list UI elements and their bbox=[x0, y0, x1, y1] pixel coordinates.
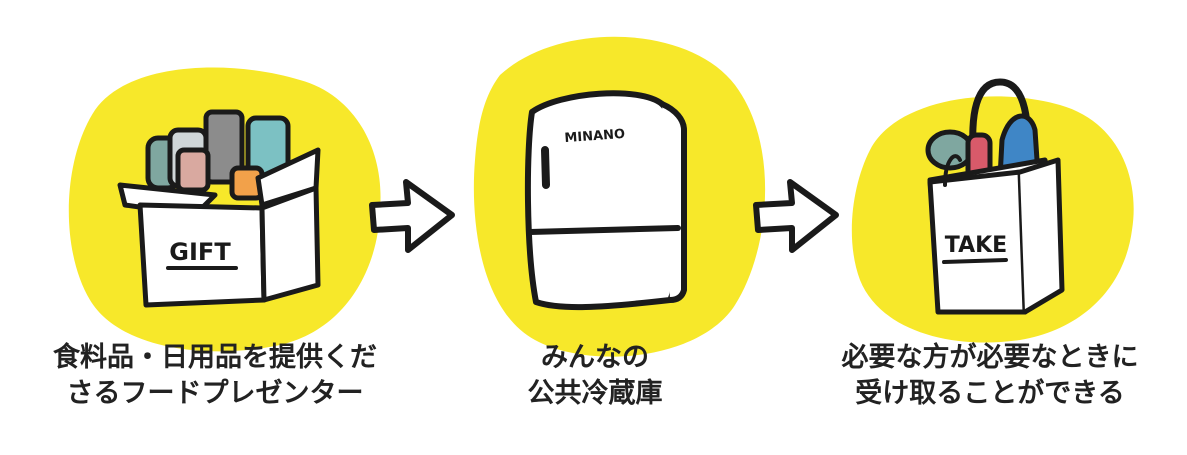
step-gift: GIFT bbox=[68, 67, 381, 352]
shopping-bag-icon bbox=[925, 78, 1065, 315]
caption-line: みんなの bbox=[541, 342, 649, 373]
caption-take: 必要な方が必要なときに 受け取ることができる bbox=[830, 340, 1150, 412]
refrigerator-icon bbox=[524, 90, 687, 311]
caption-line: 公共冷蔵庫 bbox=[527, 378, 663, 409]
arrow-right-icon bbox=[753, 179, 839, 253]
gift-box-label: GIFT bbox=[169, 238, 231, 266]
step-fridge: MINANO bbox=[473, 36, 766, 357]
caption-line: 受け取ることができる bbox=[855, 378, 1125, 409]
gift-box-icon bbox=[117, 109, 321, 308]
caption-line: 必要な方が必要なときに bbox=[841, 342, 1139, 373]
caption-fridge: みんなの 公共冷蔵庫 bbox=[480, 340, 710, 412]
caption-line: 食料品・日用品を提供くだ bbox=[53, 342, 377, 373]
step-take: TAKE bbox=[851, 78, 1134, 343]
arrow-right-icon bbox=[369, 179, 455, 253]
fridge-label: MINANO bbox=[564, 127, 626, 146]
caption-line: さるフードプレゼンター bbox=[66, 378, 364, 409]
caption-gift: 食料品・日用品を提供くだ さるフードプレゼンター bbox=[50, 340, 380, 412]
bag-label: TAKE bbox=[945, 233, 1007, 258]
